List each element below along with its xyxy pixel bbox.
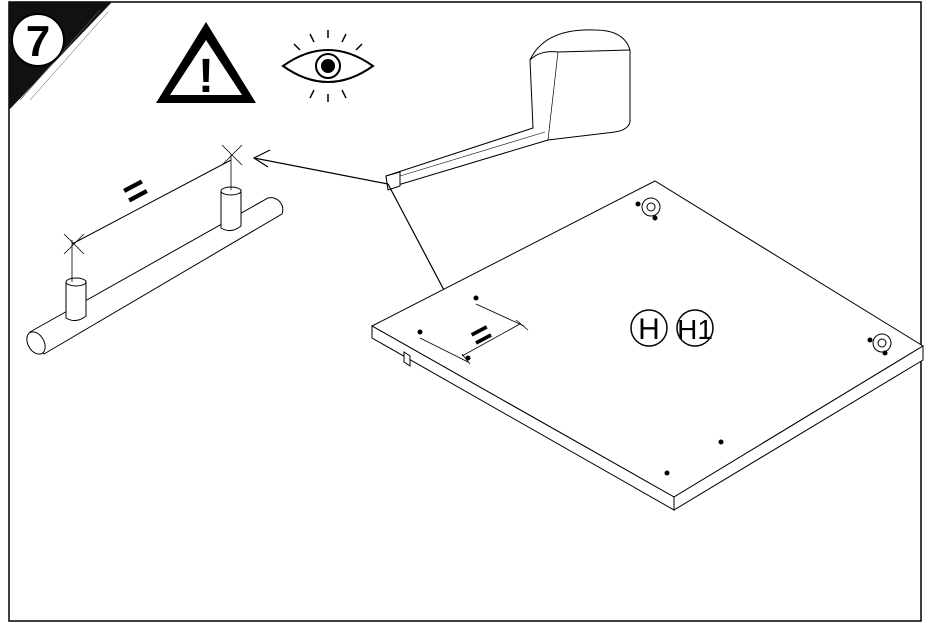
warning-triangle-icon: ! (156, 22, 256, 103)
part-label-h-text: H (638, 313, 660, 346)
part-label-h1: H1 (676, 309, 714, 347)
tape-measure-icon (385, 29, 631, 191)
step-number: 7 (26, 17, 50, 66)
frame-border (8, 1, 922, 622)
part-label-h: H (630, 309, 668, 347)
equal-mark-detail: = (115, 166, 156, 216)
eye-icon (281, 30, 375, 102)
warning-symbol: ! (198, 50, 214, 103)
part-label-h1-text: H1 (677, 314, 713, 345)
step-badge: 7 (9, 2, 112, 110)
arrow-to-detail (253, 157, 389, 185)
dowel-detail (26, 144, 284, 355)
